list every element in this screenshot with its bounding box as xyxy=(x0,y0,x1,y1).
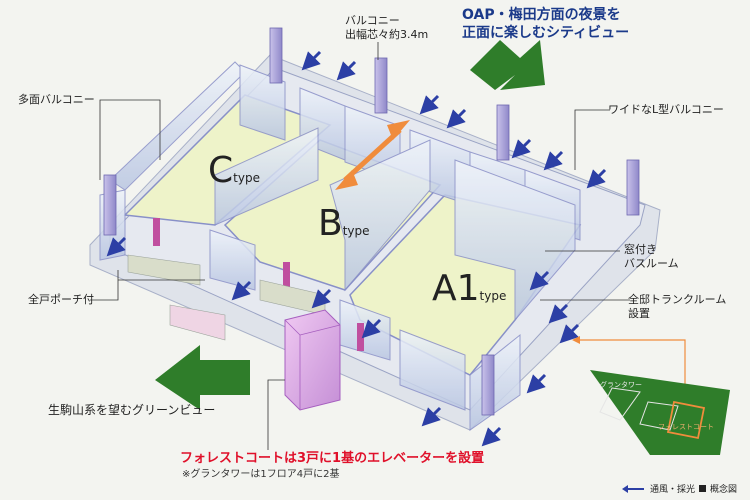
ventilation-arrows xyxy=(106,50,607,447)
label-city-view: OAP・梅田方面の夜景を 正面に楽しむシティビュー xyxy=(462,6,629,42)
legend-ventilation: 通風・採光 xyxy=(650,485,696,495)
doors xyxy=(153,218,364,351)
leader-lines xyxy=(90,42,630,450)
type-a1-letter: A1 xyxy=(432,268,480,309)
ventilation-arrow-icon xyxy=(622,484,644,493)
type-a1-label: A1type xyxy=(432,268,506,309)
type-b-label: Btype xyxy=(318,203,370,244)
map-label-grand: グランタワー xyxy=(600,381,642,389)
label-elevator: フォレストコートは3戸に1基のエレベーターを設置 xyxy=(180,451,485,466)
label-elevator-note: ※グランタワーは1フロア4戸に2基 xyxy=(182,469,340,480)
type-c-label: Ctype xyxy=(208,150,260,191)
label-balcony-width: バルコニー 出幅芯々約3.4m xyxy=(345,14,428,42)
label-balcony-width-text: バルコニー 出幅芯々約3.4m xyxy=(345,14,429,41)
schematic-square-icon xyxy=(699,485,707,492)
label-porch: 全戸ポーチ付 xyxy=(28,293,94,306)
legend: 通風・採光 概念図 xyxy=(622,482,737,495)
label-multi-balcony: 多面バルコニー xyxy=(18,93,95,106)
balcony-width-arrow-icon xyxy=(335,120,410,190)
type-a1-suffix: type xyxy=(479,289,507,303)
type-c-suffix: type xyxy=(233,171,260,185)
label-trunk-room: 全邸トランクルーム 設置 xyxy=(628,293,727,320)
type-c-letter: C xyxy=(208,150,234,191)
legend-schematic: 概念図 xyxy=(710,485,738,495)
pillars xyxy=(103,27,640,416)
elevator-shaft xyxy=(284,309,341,411)
map-label-forest: フォレストコート xyxy=(658,423,714,431)
porches xyxy=(127,254,326,341)
green-arrow-green-view-icon xyxy=(155,345,250,410)
site-mini-map xyxy=(590,370,730,455)
type-b-letter: B xyxy=(318,203,343,244)
label-bath-window: 窓付き バスルーム xyxy=(624,243,679,270)
label-wide-balcony: ワイドなL型バルコニー xyxy=(608,103,724,116)
type-b-suffix: type xyxy=(342,224,370,238)
green-arrow-city-view-icon xyxy=(470,40,545,90)
label-city-view-text: OAP・梅田方面の夜景を 正面に楽しむシティビュー xyxy=(462,7,630,41)
label-green-view: 生駒山系を望むグリーンビュー xyxy=(48,403,216,417)
